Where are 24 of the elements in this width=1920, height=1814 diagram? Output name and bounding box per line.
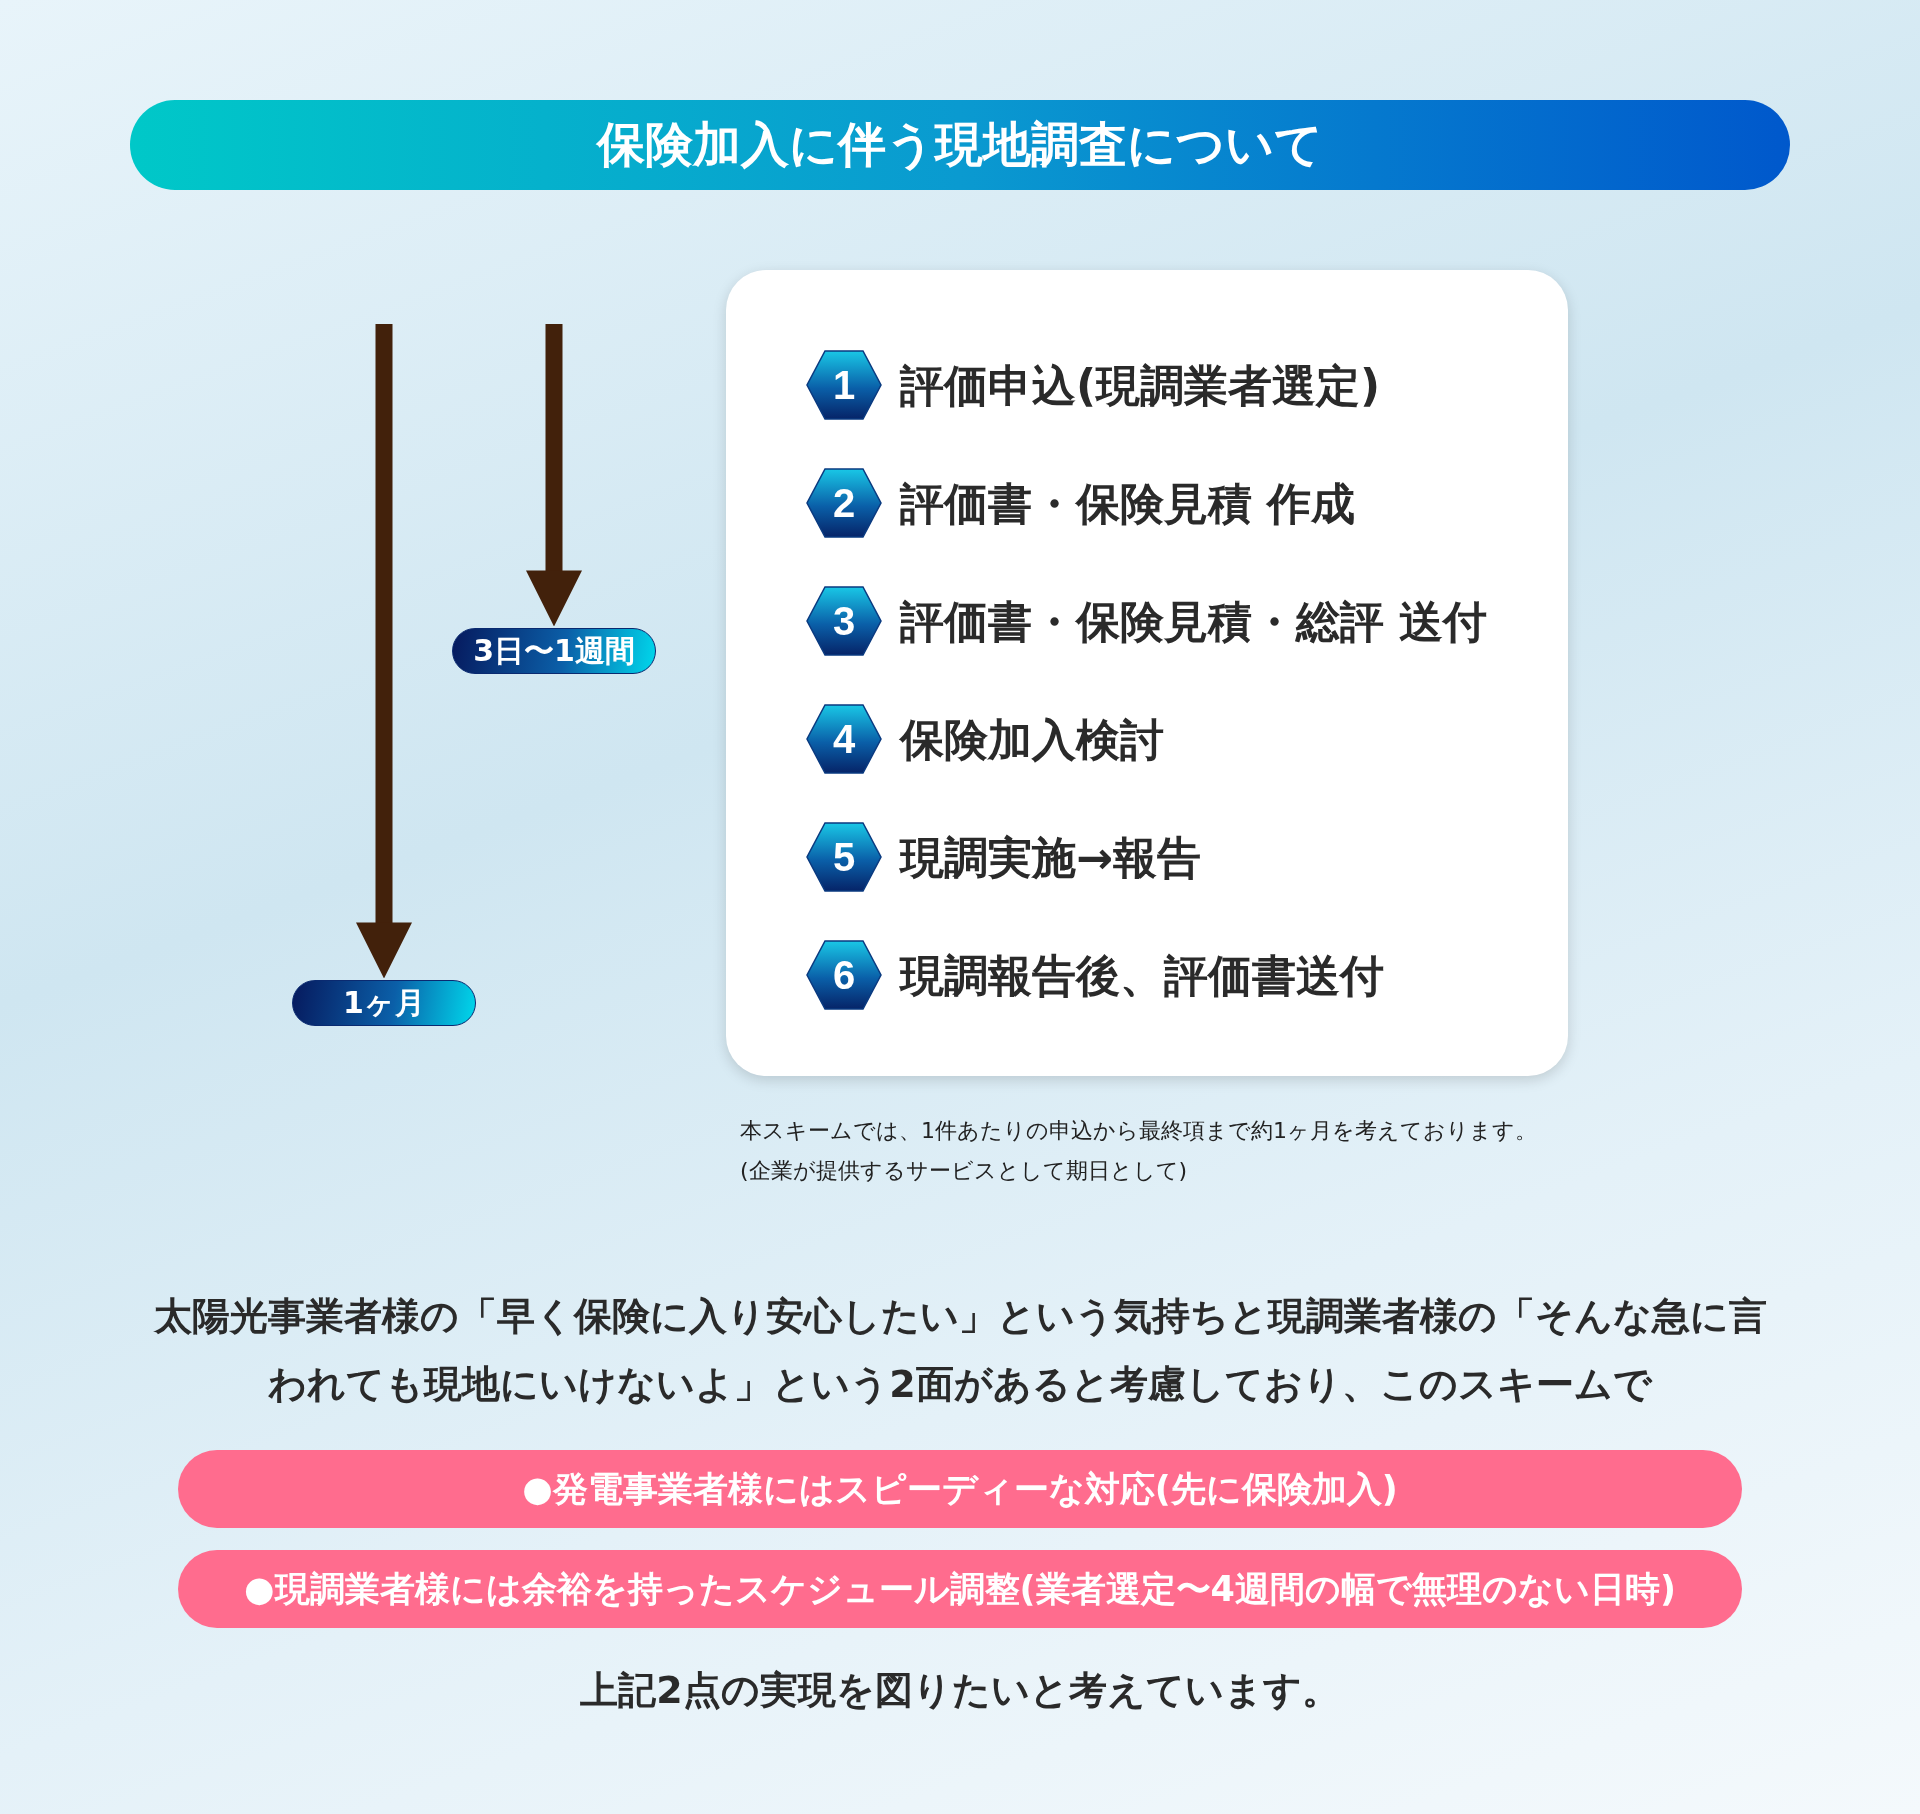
step-number: 2 [831, 480, 857, 527]
step-number: 5 [831, 834, 857, 881]
body-text: 太陽光事業者様の「早く保険に入り安心したい」という気持ちと現調業者様の「そんな急に言われても現地にいけないよ」という2面があると考慮しており、このスキームで [152, 1293, 1768, 1408]
duration-pill: 3日〜1週間 [452, 628, 656, 674]
highlight-band: ●現調業者様には余裕を持ったスケジュール調整(業者選定〜4週間の幅で無理のない日時) [178, 1550, 1742, 1628]
duration-pill: 1ヶ月 [292, 980, 476, 1026]
step-number: 6 [831, 952, 857, 999]
note-text: 本スキームでは、1件あたりの申込から最終項まで約1ヶ月を考えております。 [740, 1117, 1537, 1145]
step-number: 3 [831, 598, 857, 645]
body-text: 上記2点の実現を図りたいと考えています。 [579, 1667, 1341, 1714]
arrow [355, 324, 413, 979]
step-text: 評価申込(現調業者選定) [900, 359, 1381, 413]
arrow [525, 324, 583, 627]
title-banner: 保険加入に伴う現地調査について [130, 100, 1790, 190]
highlight-band: ●発電事業者様にはスピーディーな対応(先に保険加入) [178, 1450, 1742, 1528]
step-number: 1 [831, 362, 857, 409]
step-text: 評価書・保険見積・総評 送付 [900, 595, 1488, 649]
card-panel [726, 270, 1568, 1076]
step-text: 保険加入検討 [900, 713, 1164, 767]
step-text: 現調報告後、評価書送付 [900, 949, 1384, 1003]
step-text: 評価書・保険見積 作成 [900, 477, 1356, 531]
note-text: (企業が提供するサービスとして期日として) [740, 1157, 1188, 1185]
step-text: 現調実施→報告 [900, 831, 1201, 885]
step-number: 4 [831, 716, 857, 763]
